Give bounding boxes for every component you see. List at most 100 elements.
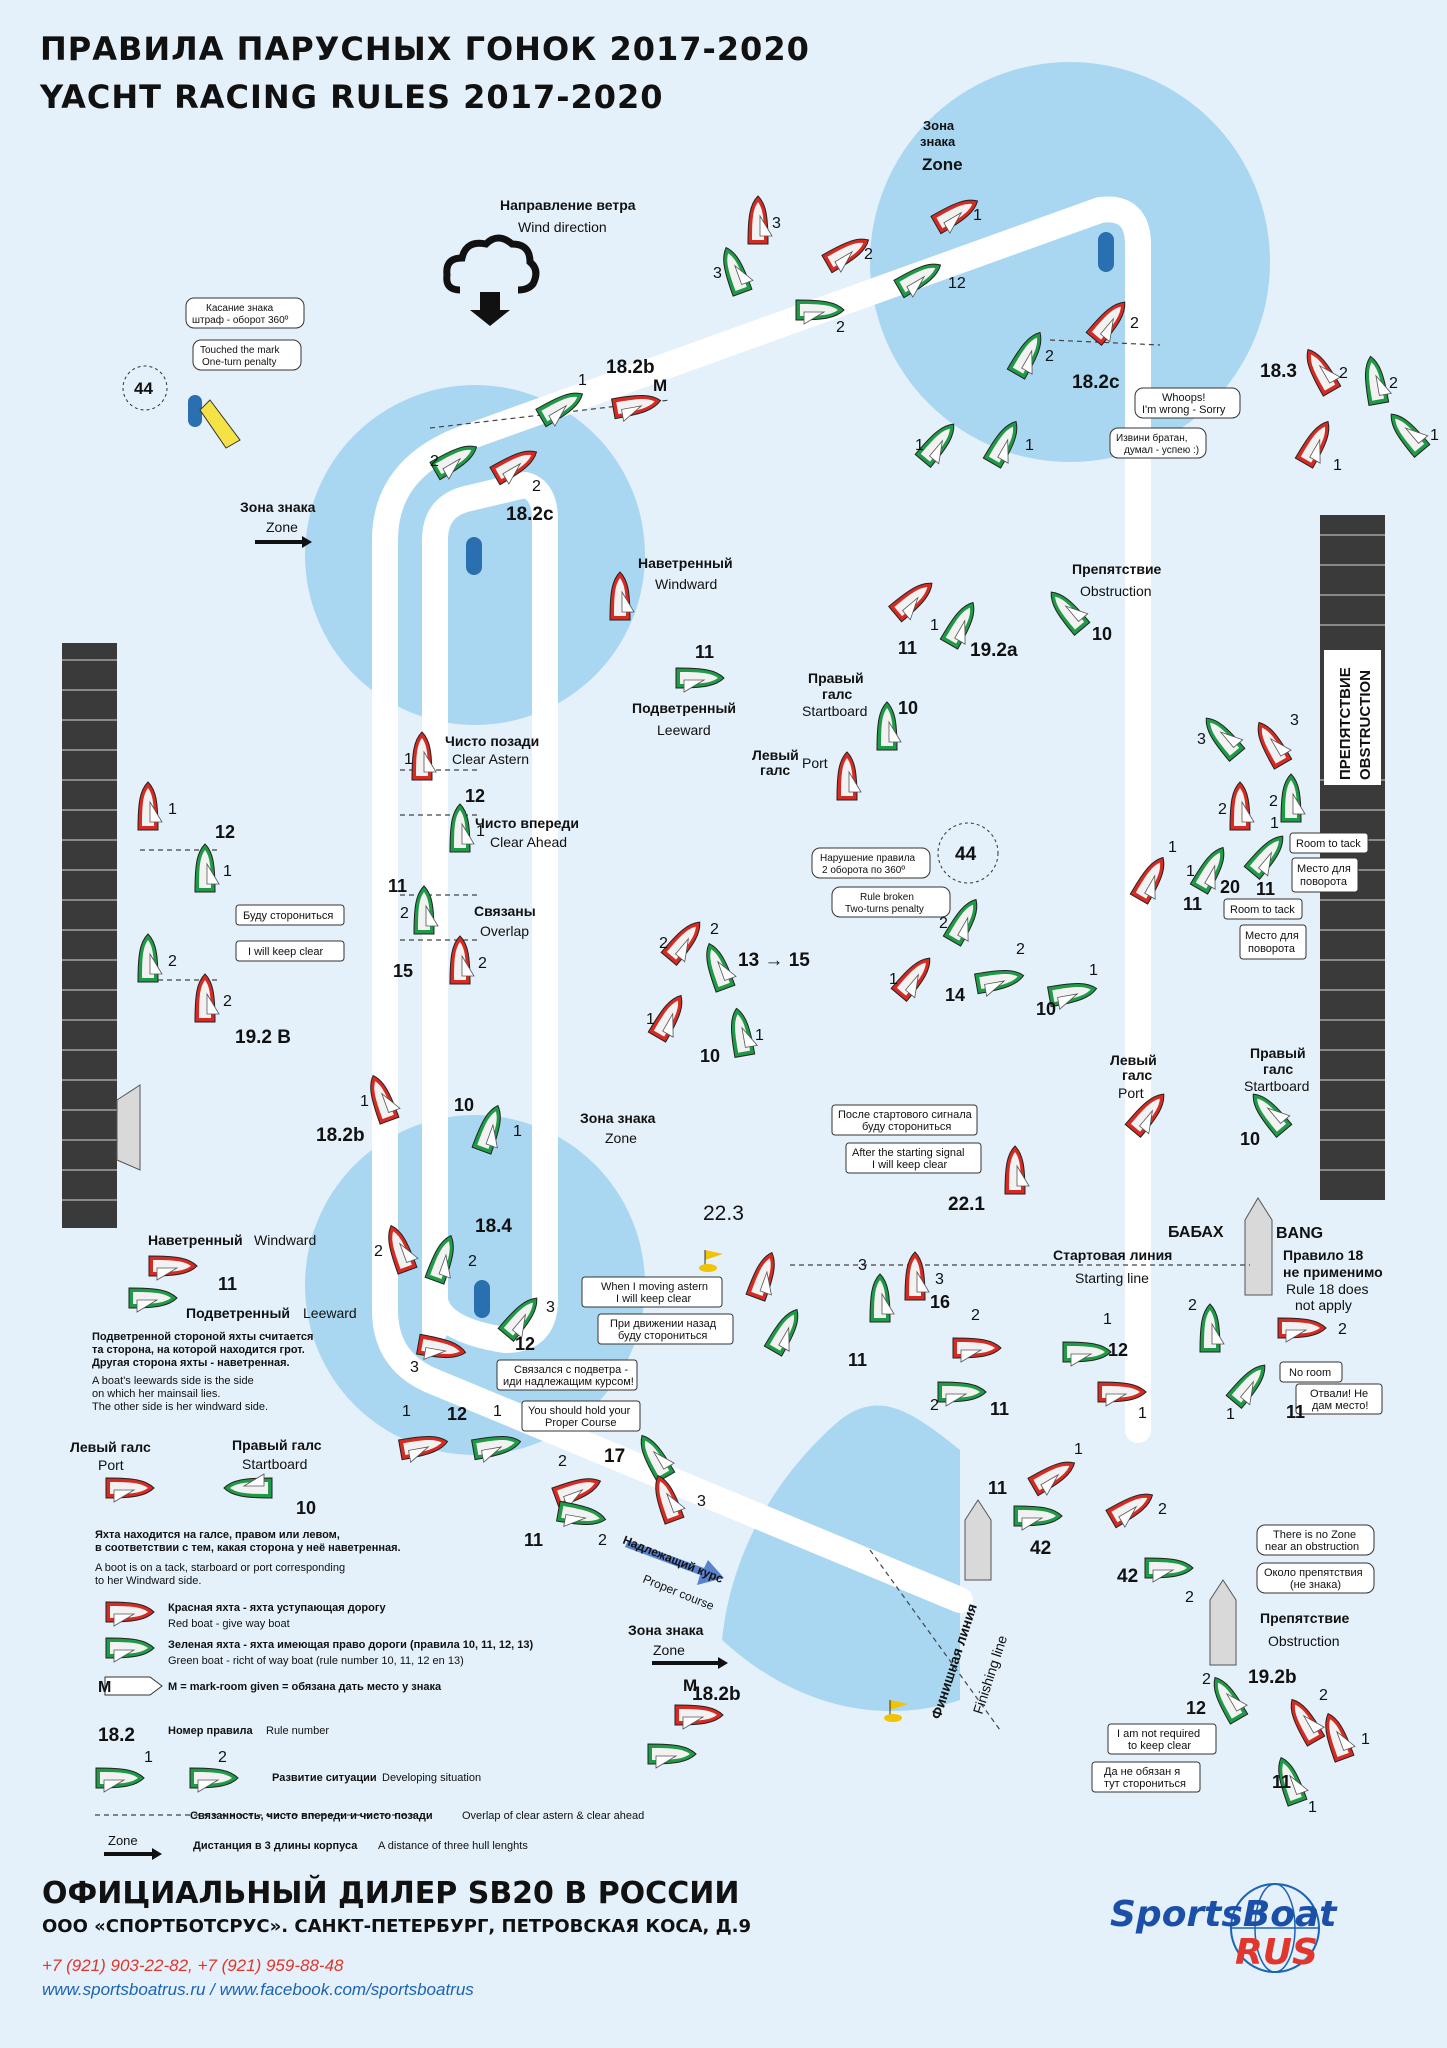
boat-red bbox=[888, 582, 933, 623]
rule-10-mid: 10 bbox=[898, 698, 918, 718]
boat-red bbox=[105, 1477, 155, 1503]
rule-10-mid2: 10 bbox=[454, 1095, 474, 1115]
boat-green bbox=[730, 1007, 758, 1058]
boat-number: 2 bbox=[1202, 1671, 1211, 1688]
logo-text-2: RUS bbox=[1235, 1932, 1318, 1973]
boat-red bbox=[1325, 1712, 1356, 1763]
boat-green bbox=[189, 1767, 239, 1793]
not-required-ru2: тут сторониться bbox=[1104, 1778, 1186, 1790]
two-turns-box-en bbox=[831, 886, 951, 918]
boat-number: 1 bbox=[404, 751, 413, 768]
after-start-en2: I will keep clear bbox=[872, 1159, 948, 1171]
boat-green bbox=[1364, 355, 1392, 406]
rule-12-start: 12 bbox=[1108, 1340, 1128, 1360]
boat-green bbox=[1278, 1756, 1309, 1807]
not-required-box-ru bbox=[1091, 1761, 1201, 1793]
boat-red bbox=[194, 973, 220, 1023]
footer-web[interactable]: www.sportsboatrus.ru / www.facebook.com/… bbox=[42, 1980, 474, 1999]
boat-number: M bbox=[653, 376, 667, 395]
boat-number: 1 bbox=[646, 1011, 655, 1028]
lee-def-en2: on which her mainsail lies. bbox=[92, 1388, 220, 1400]
boat-red bbox=[1124, 1093, 1165, 1138]
boat-red bbox=[416, 1333, 467, 1360]
leeward-en: Leeward bbox=[657, 722, 711, 738]
astern-keep-ru1: При движении назад bbox=[610, 1318, 717, 1330]
keep-clear-en: I will keep clear bbox=[248, 946, 324, 958]
starboard-right-en: Startboard bbox=[1244, 1078, 1309, 1094]
no-room-en: No room bbox=[1289, 1367, 1331, 1379]
lee-def-en1: A boat's leewards side is the side bbox=[92, 1375, 254, 1387]
rule-12-19br: 12 bbox=[1186, 1698, 1206, 1718]
star-tack-en: Startboard bbox=[242, 1456, 307, 1472]
leeward-b-en: Leeward bbox=[303, 1305, 357, 1321]
boat-green bbox=[471, 1104, 501, 1155]
footer-dealer: ОФИЦИАЛЬНЫЙ ДИЛЕР SB20 В РОССИИ bbox=[42, 1876, 740, 1911]
boat-number: 2 bbox=[939, 915, 948, 932]
rule-11-20b: 11 bbox=[1256, 879, 1275, 899]
rule-10-13: 10 bbox=[700, 1046, 720, 1066]
legend-overlap-en: Overlap of clear astern & clear ahead bbox=[462, 1810, 644, 1822]
penalty360-en1: Touched the mark bbox=[200, 345, 280, 356]
boat-number: 1 bbox=[1333, 457, 1342, 474]
wind-ru: Направление ветра bbox=[500, 197, 636, 213]
rule-10-right: 10 bbox=[1240, 1129, 1260, 1149]
title-ru: ПРАВИЛА ПАРУСНЫХ ГОНОК 2017-2020 bbox=[40, 30, 810, 68]
boat-red bbox=[105, 1601, 155, 1627]
legend-dev-n2: 2 bbox=[218, 1749, 227, 1766]
room-tack-box3 bbox=[1223, 898, 1303, 920]
boat-number: 2 bbox=[1269, 793, 1278, 810]
zone-left-ru: Зона знака bbox=[240, 499, 316, 515]
no-zone-en1: There is no Zone bbox=[1273, 1529, 1356, 1541]
zone-top-l1: Зона bbox=[923, 118, 955, 133]
after-start-en1: After the starting signal bbox=[852, 1147, 965, 1159]
legend-zone-word: Zone bbox=[108, 1833, 138, 1848]
wind-arrow-icon bbox=[470, 292, 510, 326]
clear-ahead-ru: Чисто впереди bbox=[475, 815, 579, 831]
boat-number: 2 bbox=[1338, 1321, 1347, 1338]
footer-address: ООО «СПОРТБОТСРУС». САНКТ-ПЕТЕРБУРГ, ПЕТ… bbox=[42, 1916, 752, 1937]
port-right-en: Port bbox=[1118, 1085, 1144, 1101]
leeward-ru: Подветренный bbox=[632, 700, 736, 716]
zone-top-right bbox=[870, 62, 1270, 462]
babakh: БАБАХ bbox=[1168, 1224, 1224, 1241]
obstruction-en: OBSTRUCTION bbox=[1357, 670, 1374, 780]
rule-10-14: 10 bbox=[1036, 999, 1056, 1019]
wind-cloud-icon bbox=[443, 234, 540, 294]
astern-keep-en2: I will keep clear bbox=[616, 1293, 692, 1305]
boat-green bbox=[1062, 1341, 1112, 1367]
mark-top-right bbox=[1098, 232, 1114, 272]
boat-red bbox=[1085, 301, 1126, 346]
boat-number: 1 bbox=[1308, 1799, 1317, 1816]
boat-green bbox=[95, 1767, 145, 1793]
penalty360-en2: One-turn penalty bbox=[202, 357, 277, 368]
boat-red bbox=[1105, 1493, 1154, 1529]
windward-ru: Наветренный bbox=[638, 555, 733, 571]
boat-number: 1 bbox=[223, 863, 232, 880]
astern-keep-box-en bbox=[581, 1276, 723, 1308]
starboard-mid-en: Startboard bbox=[802, 703, 867, 719]
boat-number: 3 bbox=[546, 1299, 555, 1316]
boat-red bbox=[930, 199, 979, 235]
boat-number: 1 bbox=[513, 1123, 522, 1140]
boat-number: 1 bbox=[1138, 1405, 1147, 1422]
boat-red bbox=[551, 1478, 602, 1509]
no-room-ru1: Отвали! Не bbox=[1310, 1388, 1368, 1400]
boat-green bbox=[876, 701, 902, 751]
boat-red bbox=[655, 1474, 686, 1525]
zone-mid-ru: Зона знака bbox=[580, 1110, 656, 1126]
legend-dist-ru: Дистанция в 3 длины корпуса bbox=[193, 1840, 358, 1852]
boat-red bbox=[647, 994, 683, 1043]
zone-bottom-en: Zone bbox=[653, 1642, 685, 1658]
boat-green bbox=[1280, 773, 1306, 823]
whoops-ru2: думал - успею :) bbox=[1124, 445, 1199, 456]
room-tack-ru1a: Место для bbox=[1297, 863, 1351, 875]
boat-number: 2 bbox=[374, 1243, 383, 1260]
lee-def-ru2: та сторона, на которой находится грот. bbox=[92, 1344, 305, 1356]
boat-number: 2 bbox=[1185, 1589, 1194, 1606]
room-tack-en1: Room to tack bbox=[1296, 838, 1361, 850]
boat-number: 2 bbox=[1158, 1501, 1167, 1518]
starboard-right-ru2: галс bbox=[1263, 1061, 1293, 1077]
boat-number: 2 bbox=[168, 953, 177, 970]
rule-11-19br: 11 bbox=[1272, 1772, 1291, 1792]
obstruction-label-box bbox=[1324, 650, 1381, 785]
